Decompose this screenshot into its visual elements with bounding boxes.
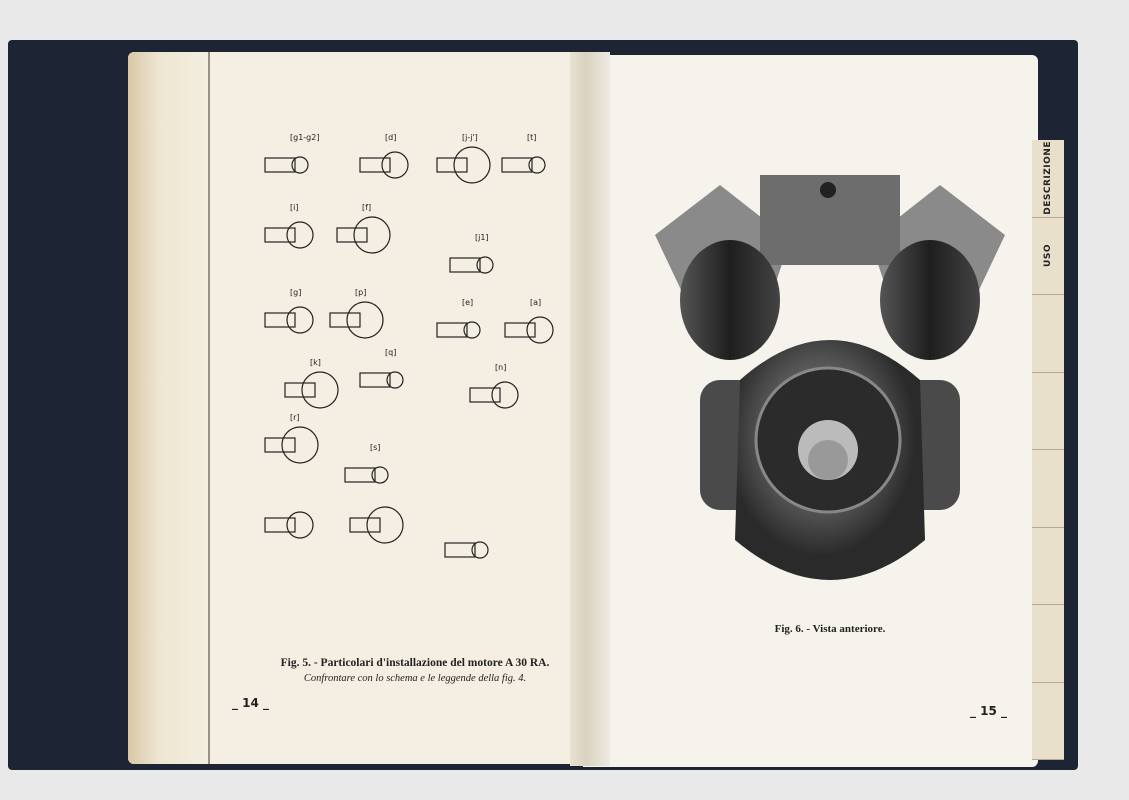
drawing-part <box>359 157 391 173</box>
page-number-right: _ 15 _ <box>970 704 1008 718</box>
figure-part-label: [i] <box>290 203 298 212</box>
section-tabs: DESCRIZIONE USO <box>1032 140 1064 760</box>
drawing-part <box>381 151 409 179</box>
tab-uso[interactable]: USO <box>1032 217 1064 295</box>
tab-section[interactable] <box>1032 682 1064 760</box>
drawing-part <box>284 382 316 398</box>
drawing-part <box>491 381 519 409</box>
figure-part-label: [j1] <box>475 233 489 242</box>
figure-part-label: [f] <box>362 203 371 212</box>
drawing-part <box>286 221 314 249</box>
drawing-part <box>359 372 391 388</box>
drawing-part <box>501 157 533 173</box>
figure-part-label: [g] <box>290 288 301 297</box>
drawing-part <box>353 216 391 254</box>
figure-part-label: [q] <box>385 348 396 357</box>
tab-section[interactable] <box>1032 605 1064 683</box>
tab-section[interactable] <box>1032 295 1064 373</box>
drawing-part <box>336 227 368 243</box>
drawing-part <box>264 312 296 328</box>
drawing-part <box>504 322 536 338</box>
figure-part-label: [j-j'] <box>462 133 478 142</box>
figure-part-label: [e] <box>462 298 473 307</box>
drawing-part <box>449 257 481 273</box>
drawing-part <box>286 306 314 334</box>
figure-part-label: [k] <box>310 358 321 367</box>
drawing-part <box>264 517 296 533</box>
figure-part-label: [r] <box>290 413 300 422</box>
drawing-part <box>301 371 339 409</box>
drawing-part <box>264 157 296 173</box>
drawing-part <box>349 517 381 533</box>
drawing-part <box>476 256 494 274</box>
page-edges <box>128 52 208 764</box>
drawing-part <box>344 467 376 483</box>
figure-part-label: [t] <box>527 133 536 142</box>
figure-part-label: [a] <box>530 298 541 307</box>
tab-section[interactable] <box>1032 450 1064 528</box>
drawing-part <box>386 371 404 389</box>
page-number-left: _ 14 _ <box>232 696 270 710</box>
figure-part-label: [s] <box>370 443 380 452</box>
figure-5-caption: Fig. 5. - Particolari d'installazione de… <box>280 657 550 669</box>
figure-part-label: [p] <box>355 288 366 297</box>
drawing-part <box>453 146 491 184</box>
figure-part-label: [d] <box>385 133 396 142</box>
drawing-part <box>329 312 361 328</box>
book-gutter <box>570 52 610 766</box>
page-fold <box>208 52 210 764</box>
drawing-part <box>346 301 384 339</box>
drawing-part <box>528 156 546 174</box>
drawing-part <box>371 466 389 484</box>
figure-part-label: [n] <box>495 363 506 372</box>
figure-part-label: [g1-g2] <box>290 133 319 142</box>
tab-section[interactable] <box>1032 527 1064 605</box>
figure-5-subcaption: Confrontare con lo schema e le leggende … <box>303 673 527 684</box>
drawing-part <box>471 541 489 559</box>
drawing-part <box>366 506 404 544</box>
drawing-part <box>436 157 468 173</box>
drawing-part <box>264 227 296 243</box>
drawing-part <box>286 511 314 539</box>
tab-descrizione[interactable]: DESCRIZIONE <box>1032 140 1064 218</box>
drawing-part <box>281 426 319 464</box>
drawing-part <box>526 316 554 344</box>
figure-6-caption: Fig. 6. - Vista anteriore. <box>774 623 886 635</box>
drawing-part <box>463 321 481 339</box>
drawing-part <box>469 387 501 403</box>
tab-section[interactable] <box>1032 372 1064 450</box>
drawing-part <box>264 437 296 453</box>
drawing-part <box>436 322 468 338</box>
drawing-part <box>444 542 476 558</box>
drawing-part <box>291 156 309 174</box>
